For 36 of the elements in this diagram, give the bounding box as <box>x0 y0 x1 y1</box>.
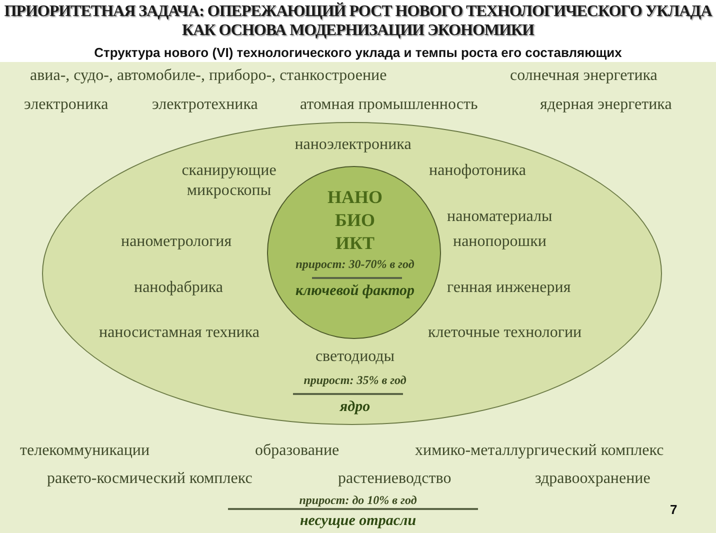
industry-label: ракето-космический комплекс <box>47 469 252 489</box>
industry-label: наноматериалы <box>447 207 552 227</box>
title: ПРИОРИТЕТНАЯ ЗАДАЧА: ОПЕРЕЖАЮЩИЙ РОСТ НОВОГО ТЕХНОЛОГИЧЕСКОГО УКЛАДА КАК ОСНОВА МОДЕРНИЗАЦИИ ЭКОНОМИКИ <box>4 2 712 40</box>
outer-band <box>0 62 716 533</box>
group-title: несущие отрасли <box>300 512 416 531</box>
growth-rate-label: прирост: 30-70% в год <box>296 256 414 273</box>
industry-label: растениеводство <box>338 469 452 489</box>
industry-label: нанометрология <box>121 232 232 252</box>
industry-label: нанопорошки <box>453 232 546 252</box>
group-title: ключевой фактор <box>295 282 415 301</box>
industry-label: электроника <box>24 95 108 115</box>
key-term: НАНО <box>328 186 382 209</box>
industry-label: генная инженерия <box>447 278 571 298</box>
industry-label: химико-металлургический комплекс <box>415 441 664 461</box>
industry-label: образование <box>255 441 340 461</box>
industry-label: здравоохранение <box>535 469 650 489</box>
industry-label: клеточные технологии <box>428 323 582 343</box>
industry-label: нанофабрика <box>134 278 224 298</box>
key-term: БИО <box>335 209 375 232</box>
industry-label: солнечная энергетика <box>510 66 658 86</box>
industry-label: светодиоды <box>315 347 395 367</box>
subtitle: Структура нового (VI) технологического уклада и темпы роста его составляющих <box>93 44 623 62</box>
page-number: 7 <box>670 501 678 519</box>
industry-label: наноэлектроника <box>294 135 412 155</box>
industry-label: ядерная энергетика <box>540 95 672 115</box>
industry-label: сканирующие микроскопы <box>180 161 278 201</box>
industry-label: авиа-, судо-, автомобиле-, приборо-, станкостроение <box>30 66 387 86</box>
growth-rate-label: прирост: до 10% в год <box>299 492 417 509</box>
industry-label: нанофотоника <box>429 161 526 181</box>
industry-label: телекоммуникации <box>20 441 150 461</box>
industry-label: электротехника <box>152 95 258 115</box>
industry-label: наносистамная техника <box>99 323 260 343</box>
group-title: ядро <box>340 398 370 417</box>
growth-rate-label: прирост: 35% в год <box>304 372 406 389</box>
industry-label: атомная промышленность <box>300 95 478 115</box>
key-term: ИКТ <box>335 232 375 255</box>
